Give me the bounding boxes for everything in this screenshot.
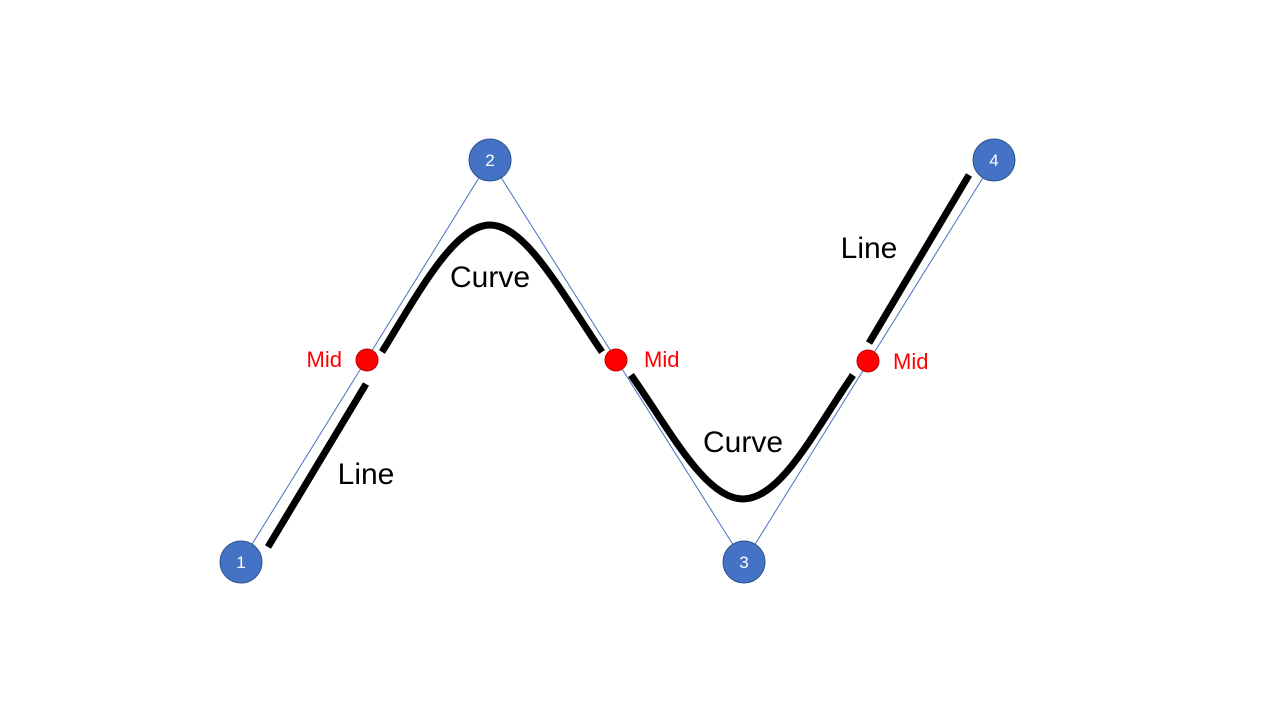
midpoint-label-2: Mid xyxy=(644,347,679,372)
segment-label-curve-1: Curve xyxy=(450,261,530,294)
midpoint-label-3: Mid xyxy=(893,349,928,374)
control-point-1 xyxy=(219,540,263,584)
segment-label-curve-2: Curve xyxy=(703,426,783,459)
control-points: 1 2 3 4 xyxy=(219,138,1016,584)
segment-label-line-2: Line xyxy=(841,232,898,265)
control-point-label-2: 2 xyxy=(485,151,494,170)
path-segment-curve-2 xyxy=(628,372,856,503)
control-point-2 xyxy=(468,138,512,182)
segment-labels: Line Curve Curve Line xyxy=(338,232,898,491)
path-segment-curve-1 xyxy=(379,221,605,354)
control-point-label-4: 4 xyxy=(989,151,998,170)
segment-label-line-1: Line xyxy=(338,458,395,491)
midpoints: Mid Mid Mid xyxy=(307,347,929,374)
smoothed-path xyxy=(265,173,973,549)
path-segment-line-2 xyxy=(865,173,973,345)
control-point-label-1: 1 xyxy=(236,553,245,572)
control-point-label-3: 3 xyxy=(739,553,748,572)
midpoint-dot-3 xyxy=(856,349,880,373)
path-segment-line-1 xyxy=(265,382,369,549)
midpoint-dot-1 xyxy=(355,348,379,372)
control-point-4 xyxy=(972,138,1016,182)
control-point-3 xyxy=(722,540,766,584)
midpoint-dot-2 xyxy=(604,348,628,372)
midpoint-label-1: Mid xyxy=(307,347,342,372)
